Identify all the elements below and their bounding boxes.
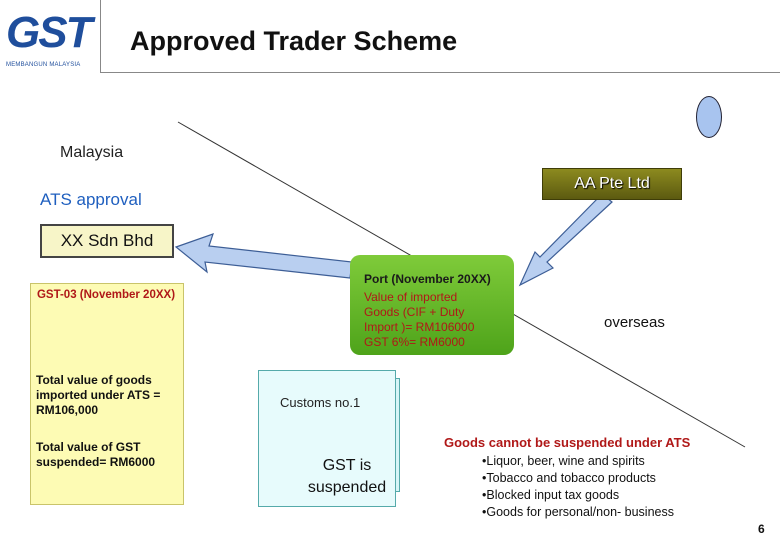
header-divider-vertical <box>100 0 101 72</box>
customs-title: Customs no.1 <box>280 395 361 410</box>
gst03-total-goods: Total value of goods imported under ATS … <box>36 373 161 417</box>
customs-doc <box>258 370 396 507</box>
xx-company-box: XX Sdn Bhd <box>40 224 174 258</box>
label-ats-approval: ATS approval <box>40 190 142 209</box>
exclusions-heading: Goods cannot be suspended under ATS <box>444 435 691 450</box>
list-item: •Goods for personal/non- business <box>482 505 674 519</box>
port-box <box>350 255 514 355</box>
port-heading: Port (November 20XX) <box>364 272 491 286</box>
list-item: •Liquor, beer, wine and spirits <box>482 454 645 468</box>
list-item: •Blocked input tax goods <box>482 488 620 502</box>
gst03-total-gst: Total value of GST suspended= RM6000 <box>36 440 156 469</box>
port-line: Value of imported <box>364 290 458 304</box>
gst-logo: GST MEMBANGUN MALAYSIA <box>0 0 100 72</box>
port-line: GST 6%= RM6000 <box>364 335 465 349</box>
page-number: 6 <box>758 522 765 536</box>
label-malaysia: Malaysia <box>60 144 124 161</box>
port-details: Value of imported Goods (CIF + Duty Impo… <box>364 290 474 350</box>
port-line: Import )= RM106000 <box>364 320 475 334</box>
arrow-aa-to-port <box>518 193 613 287</box>
arrow-port-to-xx <box>174 233 353 279</box>
header-divider <box>100 72 780 73</box>
logo-tagline: MEMBANGUN MALAYSIA <box>6 62 81 68</box>
gst03-note <box>30 283 184 505</box>
logo-wordmark: GST <box>6 8 92 57</box>
exclusions-list: •Liquor, beer, wine and spirits •Tobacco… <box>482 453 674 521</box>
page-title: Approved Trader Scheme <box>130 26 458 56</box>
gst-suspended-text: GST is suspended <box>307 457 387 496</box>
label-overseas: overseas <box>604 314 665 331</box>
list-item: •Tobacco and tobacco products <box>482 471 656 485</box>
port-line: Goods (CIF + Duty <box>364 305 465 319</box>
oval-shape <box>696 96 722 138</box>
aa-company-box: AA Pte Ltd <box>542 168 682 200</box>
gst03-heading: GST-03 (November 20XX) <box>36 289 176 301</box>
